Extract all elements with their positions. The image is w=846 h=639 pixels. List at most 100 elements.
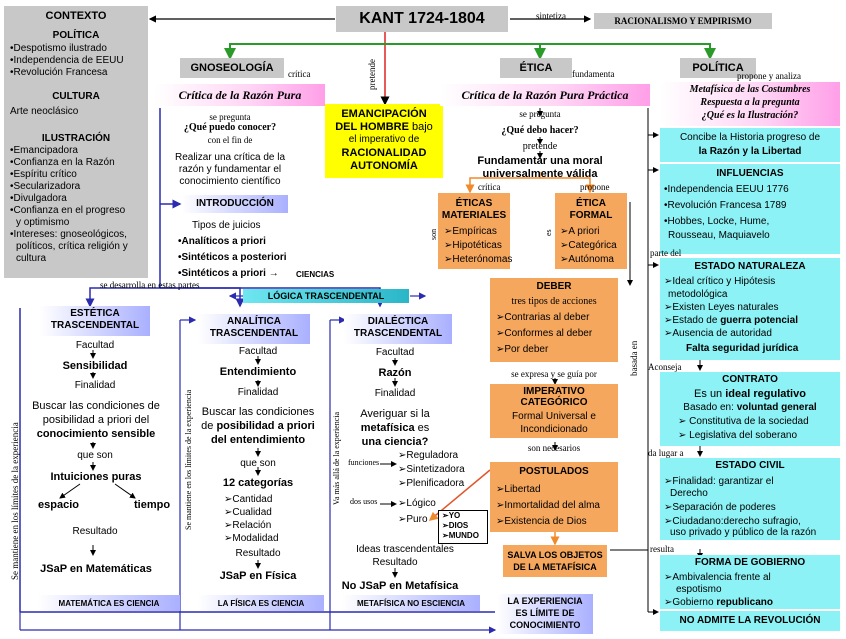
- dialectica-funcion-item: ➢Sintetizadora: [398, 464, 465, 475]
- civil-item: ➢Finalidad: garantizar el: [664, 476, 774, 487]
- parte-del-label: parte del: [650, 248, 682, 258]
- estetica-finalidad: Finalidad: [74, 380, 116, 391]
- estetica-title-box: [40, 306, 150, 336]
- contexto-politica-item: •Despotismo ilustrado: [10, 43, 107, 54]
- postulados-item: ➢Libertad: [496, 484, 541, 495]
- imperativo-title: IMPERATIVO: [523, 386, 585, 397]
- gnoseologia-book: Crítica de la Razón Pura: [178, 88, 302, 102]
- materiales-title: MATERIALES: [441, 210, 507, 221]
- analitica-fin-text: Buscar las condiciones: [201, 406, 315, 418]
- gobierno-item: ➢Ambivalencia frente al: [664, 572, 771, 583]
- etica-box: [500, 58, 572, 78]
- analitica-fin-bold: posibilidad a priori: [216, 420, 315, 432]
- emancipacion-l5: AUTONOMÍA: [350, 160, 418, 172]
- politica-book-box: [660, 82, 840, 126]
- gobierno-item: ➢Gobierno republicano: [664, 597, 773, 609]
- emancipacion-l2-rest: bajo: [412, 121, 433, 133]
- historia-box: [660, 128, 840, 162]
- dialectica-fin-line2: metafísica es: [345, 422, 445, 434]
- contrato-item: ➢ Legislativa del soberano: [678, 430, 798, 441]
- contexto-ilustracion-item: cultura: [16, 253, 47, 264]
- civil-title: ESTADO CIVIL: [715, 460, 785, 471]
- etica-aim: universalmente válida: [482, 168, 598, 180]
- juicio-item: •Sintéticos a priori →: [178, 268, 279, 279]
- aconseja-label: Aconseja: [648, 362, 682, 372]
- naturaleza-item: ➢Ideal crítico y Hipótesis: [664, 276, 776, 287]
- dialectica-fin-text: Averiguar si la: [360, 408, 430, 420]
- experiencia-box: [497, 594, 593, 634]
- etica-se-pregunta: se pregunta: [519, 109, 561, 119]
- contexto-title: CONTEXTO: [45, 10, 107, 22]
- analitica-finalidad: Finalidad: [237, 387, 279, 398]
- gnoseologia-box: [180, 58, 284, 78]
- etica-pretende: pretende: [522, 141, 558, 152]
- dialectica-funcion-item: ➢Reguladora: [398, 450, 459, 461]
- sintetiza-label: sintetiza: [536, 11, 566, 21]
- no-admite-text: NO ADMITE LA REVOLUCIÓN: [679, 615, 821, 626]
- influencias-item: •Revolución Francesa 1789: [664, 200, 787, 211]
- estetica-espacio: espacio: [38, 499, 79, 511]
- naturaleza-item-b: guerra potencial: [720, 315, 799, 326]
- formal-item: ➢Autónoma: [560, 254, 614, 265]
- civil-box: [660, 458, 840, 540]
- pretende-top: pretende: [367, 59, 377, 90]
- politica-book: ¿Qué es la Ilustración?: [701, 110, 799, 121]
- logica-title: LÓGICA TRASCENDENTAL: [267, 291, 385, 301]
- analitica-item: ➢Modalidad: [224, 533, 279, 544]
- estetica-que-son: que son: [77, 450, 113, 461]
- gobierno-title: FORMA DE GOBIERNO: [694, 557, 806, 568]
- dialectica-facultad: Facultad: [375, 347, 415, 358]
- analitica-fin-line2: de posibilidad a priori: [194, 420, 322, 432]
- influencias-item: •Independencia EEUU 1776: [664, 184, 789, 195]
- imperativo-son-necesarios: son necesarios: [527, 443, 581, 453]
- dialectica-ideas-label: Ideas trascendentales: [356, 544, 454, 555]
- contexto-ilustracion-title: ILUSTRACIÓN: [41, 133, 111, 144]
- analitica-resultado: Resultado: [235, 548, 281, 559]
- contexto-politica-title: POLÍTICA: [52, 30, 100, 41]
- logica-box: [243, 289, 409, 303]
- resulta-label: resulta: [650, 544, 674, 554]
- etica-propone: propone: [580, 182, 610, 192]
- gobierno-item-b: republicano: [716, 597, 773, 608]
- emancipacion-l2-bold: DEL HOMBRE: [335, 121, 409, 133]
- contrato-l2: Basado en: voluntad general: [660, 402, 840, 414]
- naturaleza-item: ➢Ausencia de autoridad: [664, 328, 772, 339]
- postulados-box: [490, 462, 618, 532]
- da-lugar-label: da lugar a: [648, 448, 684, 458]
- introduccion-box: [182, 195, 288, 213]
- influencias-title: INFLUENCIAS: [716, 168, 784, 179]
- contrato-l2-b: voluntad general: [736, 402, 817, 413]
- etica-aim: Fundamentar una moral: [477, 155, 603, 167]
- civil-item: Derecho: [670, 488, 708, 499]
- experiencia-text: CONOCIMIENTO: [509, 620, 581, 630]
- estetica-intuiciones: Intuiciones puras: [50, 471, 142, 483]
- etica-critica: crítica: [478, 182, 501, 192]
- etica-title: ÉTICA: [519, 62, 553, 74]
- materiales-box: [438, 193, 510, 269]
- title-box: [336, 6, 508, 32]
- dialectica-title: TRASCENDENTAL: [353, 328, 443, 339]
- gnoseologia-con-el-fin: con el fin de: [207, 135, 253, 145]
- estetica-title: TRASCENDENTAL: [50, 320, 140, 331]
- analitica-categorias: 12 categorías: [222, 477, 294, 489]
- deber-item: ➢Contrarias al deber: [496, 312, 590, 323]
- estetica-jsap: JSaP en Matemáticas: [40, 563, 152, 575]
- imperativo-box: [490, 384, 618, 438]
- formal-item: ➢Categórica: [560, 240, 617, 251]
- naturaleza-box: [660, 258, 840, 360]
- analitica-facultad-val: Entendimiento: [219, 366, 297, 378]
- postulados-title: POSTULADOS: [519, 466, 589, 477]
- etica-basada-en: basada en: [629, 340, 639, 376]
- etica-book: Crítica de la Razón Pura Práctica: [461, 88, 629, 102]
- no-admite-box: [660, 611, 840, 631]
- gobierno-box: [660, 555, 840, 609]
- contexto-ilustracion-item: políticos, crítica religión y: [16, 241, 128, 252]
- page-title: KANT 1724-1804: [359, 10, 485, 27]
- dialectica-title-box: [344, 314, 452, 344]
- salva-text: DE LA METAFÍSICA: [513, 562, 597, 572]
- naturaleza-item: Falta seguridad jurídica: [686, 343, 799, 354]
- dialectica-uso-item: ➢Puro: [398, 514, 428, 525]
- juicio-item: •Sintéticos a posteriori: [178, 252, 287, 263]
- contrato-l2-a: Basado en:: [683, 402, 734, 413]
- postulados-item: ➢Existencia de Dios: [496, 516, 587, 527]
